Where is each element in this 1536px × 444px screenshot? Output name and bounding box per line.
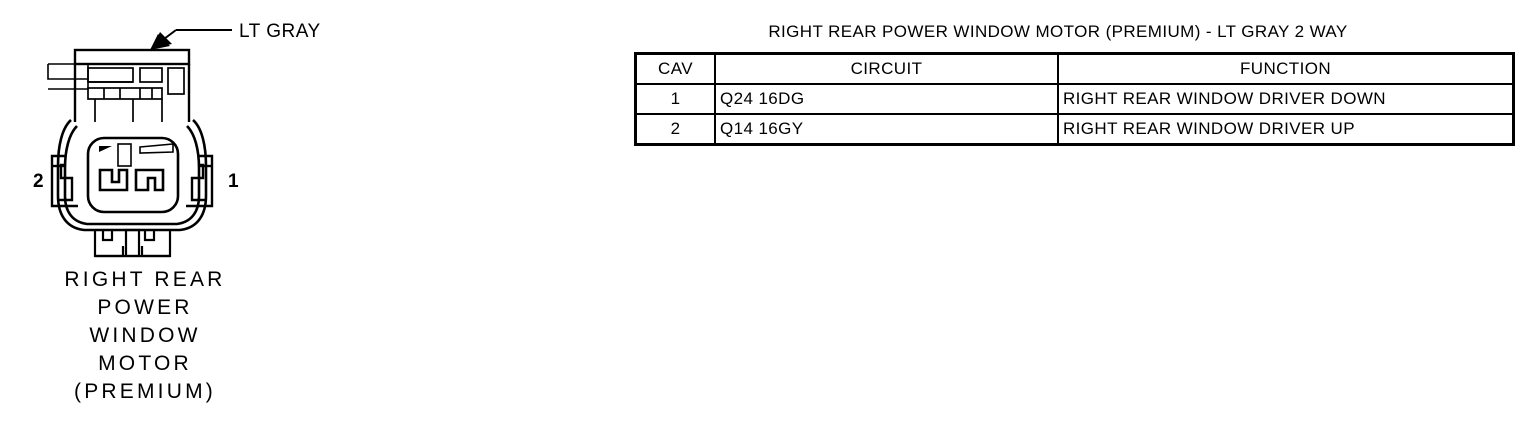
caption-line: MOTOR: [98, 352, 192, 375]
caption-line: WINDOW: [89, 324, 201, 347]
cell-function: RIGHT REAR WINDOW DRIVER DOWN: [1057, 83, 1515, 115]
connector-face-drawing: [47, 29, 232, 258]
pinout-table-title: RIGHT REAR POWER WINDOW MOTOR (PREMIUM) …: [768, 22, 1348, 41]
pinout-table-panel: RIGHT REAR POWER WINDOW MOTOR (PREMIUM) …: [634, 22, 1515, 146]
table-header-row: CAV CIRCUIT FUNCTION: [634, 52, 1515, 85]
connector-caption: RIGHT REAR POWER WINDOW MOTOR (PREMIUM): [0, 266, 290, 406]
connector-left-wing: [50, 154, 78, 208]
cell-function: RIGHT REAR WINDOW DRIVER UP: [1057, 113, 1515, 146]
callout-leader-line: [150, 29, 232, 50]
caption-line: (PREMIUM): [74, 380, 216, 403]
connector-outer-shell: [56, 119, 208, 232]
connector-right-wing: [186, 154, 214, 208]
connector-terminal-faceplate: [86, 136, 180, 214]
table-row: 2 Q14 16GY RIGHT REAR WINDOW DRIVER UP: [634, 113, 1515, 146]
terminal-cavity-2: [98, 168, 129, 192]
pin-number-2: 2: [33, 171, 44, 192]
column-header-cav: CAV: [634, 52, 716, 85]
cell-cav: 1: [634, 83, 716, 115]
pinout-table: CAV CIRCUIT FUNCTION 1 Q24 16DG RIGHT RE…: [634, 52, 1515, 146]
caption-line: POWER: [97, 296, 193, 319]
connector-illustration-panel: LT GRAY 2 1 RIGHT REAR POWER WINDOW MOTO…: [0, 0, 340, 444]
column-header-function: FUNCTION: [1057, 52, 1515, 85]
faceplate-keying-notches: [99, 143, 174, 167]
connector-bottom-tabs: [93, 228, 172, 258]
column-header-circuit: CIRCUIT: [714, 52, 1059, 85]
cell-cav: 2: [634, 113, 716, 146]
connector-latch-detail: [87, 67, 185, 122]
table-row: 1 Q24 16DG RIGHT REAR WINDOW DRIVER DOWN: [634, 83, 1515, 115]
connector-color-callout: LT GRAY: [239, 21, 321, 42]
cell-circuit: Q24 16DG: [714, 83, 1059, 115]
pin-number-1: 1: [228, 171, 239, 192]
terminal-cavity-1: [134, 168, 165, 192]
caption-line: RIGHT REAR: [64, 268, 226, 291]
connector-housing-top: [73, 48, 191, 122]
cell-circuit: Q14 16GY: [714, 113, 1059, 146]
connector-side-bracket: [47, 50, 110, 90]
